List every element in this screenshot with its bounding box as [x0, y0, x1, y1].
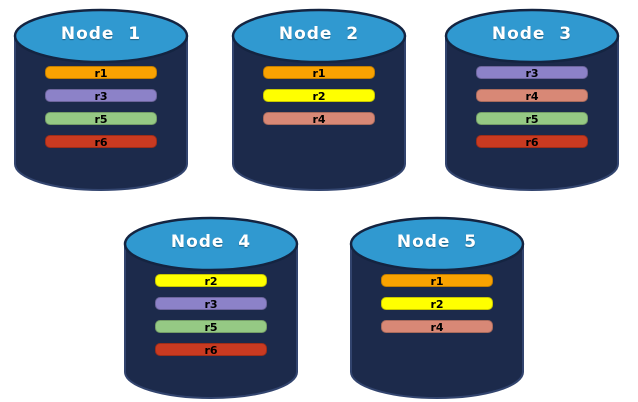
replica-list: r1 r3 r5 r6: [45, 66, 157, 158]
node-1: Node 1 r1 r3 r5 r6: [12, 6, 190, 194]
node-label: Node 1: [60, 24, 142, 44]
node-label: Node 2: [278, 24, 360, 44]
replica-bar: r5: [45, 112, 157, 126]
replica-bar: r1: [45, 66, 157, 80]
node-2: Node 2 r1 r2 r4: [230, 6, 408, 194]
node-label: Node 4: [170, 232, 252, 252]
replica-bar: r4: [263, 112, 375, 126]
node-label: Node 5: [396, 232, 478, 252]
replica-bar: r5: [476, 112, 588, 126]
replica-bar: r6: [45, 135, 157, 149]
replica-list: r2 r3 r5 r6: [155, 274, 267, 366]
node-5: Node 5 r1 r2 r4: [348, 214, 526, 402]
replica-bar: r2: [155, 274, 267, 288]
replica-list: r1 r2 r4: [263, 66, 375, 135]
replica-bar: r4: [381, 320, 493, 334]
replica-bar: r1: [381, 274, 493, 288]
replica-bar: r6: [476, 135, 588, 149]
replica-bar: r3: [155, 297, 267, 311]
replica-bar: r2: [381, 297, 493, 311]
replica-bar: r5: [155, 320, 267, 334]
node-3: Node 3 r3 r4 r5 r6: [443, 6, 621, 194]
replica-bar: r6: [155, 343, 267, 357]
replica-bar: r1: [263, 66, 375, 80]
node-label: Node 3: [491, 24, 573, 44]
replica-bar: r4: [476, 89, 588, 103]
replica-bar: r2: [263, 89, 375, 103]
replica-bar: r3: [476, 66, 588, 80]
replica-list: r3 r4 r5 r6: [476, 66, 588, 158]
replica-bar: r3: [45, 89, 157, 103]
replica-list: r1 r2 r4: [381, 274, 493, 343]
node-4: Node 4 r2 r3 r5 r6: [122, 214, 300, 402]
